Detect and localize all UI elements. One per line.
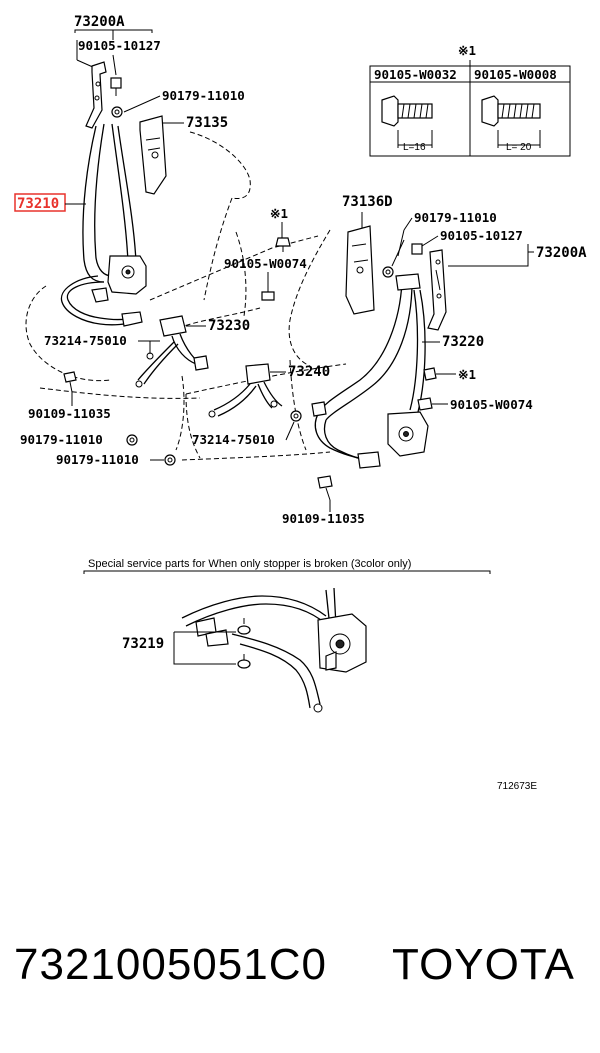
highlight-box-73210 [14,193,66,212]
label-90109-11035-left: 90109-11035 [28,406,111,421]
pillar-cover-73136D [345,225,375,315]
label-90105-W0074-left: 90105-W0074 [224,256,307,271]
nut-icon [126,434,138,446]
label-90109-11035-bottom: 90109-11035 [282,511,365,526]
label-73219: 73219 [122,636,164,652]
label-73200A-top: 73200A [74,14,125,30]
label-90105-W0074-right: 90105-W0074 [450,397,533,412]
part-number: 7321005051C0 [14,940,327,989]
label-73136D: 73136D [342,194,393,210]
label-73135: 73135 [186,115,228,131]
belt-webbing-left [82,125,105,283]
nut-icon [111,106,123,118]
upper-anchor-bracket [85,61,107,129]
inset-note-mark: ※1 [458,43,476,58]
label-90105-10127-mid: 90105-10127 [440,228,523,243]
brand-name: TOYOTA [392,940,575,989]
label-73210: 73210 [17,196,59,212]
stopper-assembly [181,587,367,713]
bolt-icon [417,397,433,411]
bolt-icon [110,77,122,96]
retractor-left [107,255,147,295]
label-73214-75010-left: 73214-75010 [44,333,127,348]
anchor-bolt-icon [317,475,333,501]
anchor-bolt-icon [63,371,77,393]
label-73230: 73230 [208,318,250,334]
label-90179-11010-bl1: 90179-11010 [20,432,103,447]
belt-webbing-right [317,281,403,415]
note-mark-3: ※1 [458,367,476,382]
inset-len-1: L=16 [403,142,426,153]
nut-icon [290,410,302,422]
label-73200A-right: 73200A [536,245,587,261]
flange-bolt-20-icon [481,95,541,148]
label-90179-11010-top: 90179-11010 [162,88,245,103]
bolt-icon [275,237,291,252]
stopper-button-icon [237,618,251,635]
inset-len-2: L= 20 [506,142,532,153]
inset-col-1: 90105-W0032 [374,67,457,82]
nut-icon [164,454,176,466]
flange-bolt-16-icon [381,95,433,148]
nut-icon [382,266,394,278]
label-73240: 73240 [288,364,330,380]
pillar-cover-73135 [139,115,167,195]
label-73214-75010-mid: 73214-75010 [192,432,275,447]
footer: 7321005051C0 TOYOTA [0,940,600,1010]
inset-col-2: 90105-W0008 [474,67,557,82]
note-mark-1: ※1 [270,206,288,221]
buckle-73230 [159,315,187,337]
buckle-73240 [245,363,271,385]
bolt-icon [261,291,275,301]
special-service-note: Special service parts for When only stop… [88,558,411,570]
upper-anchor-rail-right [427,249,447,331]
bolt-icon [411,243,423,255]
stopper-button-icon [237,654,251,669]
label-90105-10127-top: 90105-10127 [78,38,161,53]
label-90179-11010-mid: 90179-11010 [414,210,497,225]
label-73220: 73220 [442,334,484,350]
label-90179-11010-bl2: 90179-11010 [56,452,139,467]
bolt-icon [423,367,437,381]
figure-code: 712673E [497,781,537,792]
